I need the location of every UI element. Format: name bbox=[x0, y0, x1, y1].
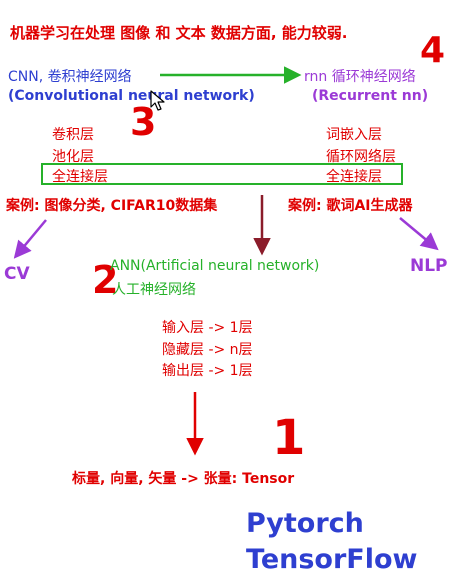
rnn-layer-item: 循环网络层 bbox=[326, 149, 396, 165]
nlp-domain-label: NLP bbox=[410, 256, 448, 276]
ann-layer-item: 隐藏层 -> n层 bbox=[162, 342, 253, 358]
case-to-nlp-arrow bbox=[399, 217, 439, 251]
step-marker-3: 3 bbox=[130, 100, 157, 144]
cnn-layer-item: 全连接层 bbox=[52, 169, 108, 185]
ann-title: ANN(Artificial neural network) bbox=[110, 258, 320, 274]
rnn-layer-item: 词嵌入层 bbox=[326, 127, 382, 143]
mouse-pointer-icon bbox=[150, 90, 165, 111]
ann-layer-item: 输出层 -> 1层 bbox=[162, 363, 253, 379]
step-marker-1: 1 bbox=[272, 410, 306, 466]
rnn-full-name: (Recurrent nn) bbox=[312, 88, 429, 104]
rnn-case-example: 案例: 歌词AI生成器 bbox=[288, 198, 413, 214]
cnn-case-example: 案例: 图像分类, CIFAR10数据集 bbox=[6, 198, 218, 214]
cnn-layer-item: 卷积层 bbox=[52, 127, 94, 143]
framework-pytorch: Pytorch bbox=[246, 508, 364, 539]
rnn-layer-item: 全连接层 bbox=[326, 169, 382, 185]
framework-tensorflow: TensorFlow bbox=[246, 544, 418, 575]
step-marker-2: 2 bbox=[92, 258, 119, 302]
fully-connected-highlight-box bbox=[41, 163, 403, 185]
step-marker-4: 4 bbox=[420, 30, 446, 71]
tensor-definition: 标量, 向量, 矢量 -> 张量: Tensor bbox=[72, 471, 295, 487]
cv-domain-label: CV bbox=[4, 264, 30, 284]
page-title: 机器学习在处理 图像 和 文本 数据方面, 能力较弱. bbox=[10, 24, 348, 42]
cnn-full-name: (Convolutional neural network) bbox=[8, 88, 255, 104]
ann-chinese-name: 人工神经网络 bbox=[112, 282, 196, 298]
rnn-title: rnn 循环神经网络 bbox=[304, 69, 416, 85]
ann-layer-item: 输入层 -> 1层 bbox=[162, 320, 253, 336]
cnn-layer-item: 池化层 bbox=[52, 149, 94, 165]
case-to-cv-arrow bbox=[13, 219, 47, 259]
cnn-title: CNN, 卷积神经网络 bbox=[8, 69, 132, 85]
